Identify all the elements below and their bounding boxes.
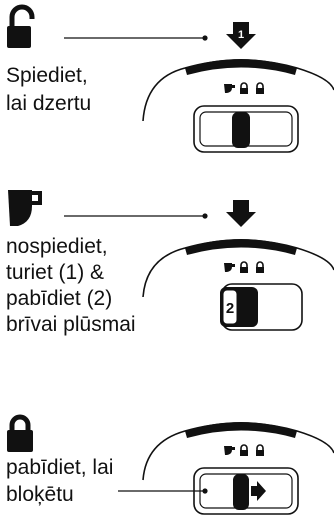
label-line: pabīdiet, lai: [6, 456, 114, 479]
mode-icons: [224, 82, 264, 94]
slide-right-arrow-icon: [251, 481, 266, 501]
leader-dot: [202, 488, 208, 494]
step-unlock: 1: [7, 4, 334, 153]
label-line: Spiediet,: [6, 64, 88, 87]
push-arrow-icon: 1: [226, 22, 256, 49]
step-number-badge: 2: [226, 300, 234, 317]
leader-dot: [202, 35, 208, 41]
lid: [142, 59, 334, 153]
step-free-flow: 2: [8, 190, 334, 331]
label-line: turiet (1) &: [6, 261, 105, 284]
lid: 2: [142, 239, 334, 331]
step-number-badge: 1: [238, 29, 244, 41]
slider-knob: [222, 289, 238, 325]
label-line: brīvai plūsmai: [6, 313, 136, 336]
step-lock-label: pabīdiet, lai bloķētu: [6, 455, 113, 507]
padlock-open-icon: [7, 4, 35, 48]
step-free-flow-label: nospiediet, turiet (1) & pabīdiet (2) br…: [6, 234, 136, 337]
label-line: bloķētu: [6, 483, 74, 506]
padlock-closed-icon: [7, 414, 33, 452]
step-lock: [7, 414, 334, 515]
mode-icons: [224, 444, 264, 456]
slider-knob: [233, 474, 249, 510]
mode-icons: [224, 261, 264, 273]
push-arrow-icon: [226, 200, 256, 227]
label-line: nospiediet,: [6, 235, 108, 258]
step-unlock-label: Spiediet, lai dzertu: [6, 63, 91, 116]
lid: [142, 422, 334, 515]
slider-knob: [232, 112, 250, 148]
cup-icon: [8, 190, 42, 226]
label-line: pabīdiet (2): [6, 287, 113, 310]
label-line: lai dzertu: [6, 92, 92, 115]
leader-dot: [202, 213, 208, 219]
